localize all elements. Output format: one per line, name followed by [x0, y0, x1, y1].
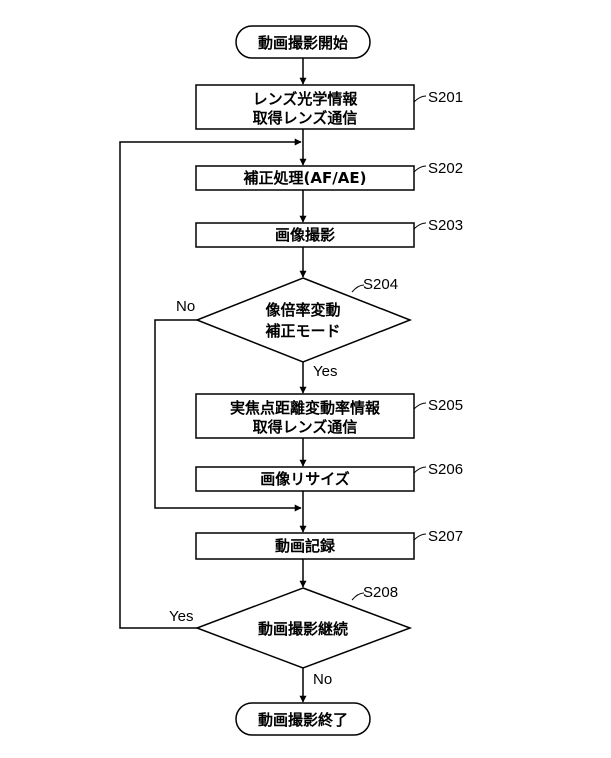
s201-label-line2: 取得レンズ通信 [253, 109, 358, 127]
step-s201-box: レンズ光学情報 取得レンズ通信 [195, 84, 415, 130]
step-s202-box: 補正処理(AF/AE) [195, 165, 415, 191]
s205-leader [413, 402, 427, 410]
end-label: 動画撮影終了 [258, 711, 348, 729]
s206-step-id: S206 [428, 461, 463, 478]
s204-label-line1: 像倍率変動 [265, 301, 340, 319]
s201-label-line1: レンズ光学情報 [253, 90, 359, 108]
s204-label-line2: 補正モード [264, 322, 340, 340]
step-s205-box: 実焦点距離変動率情報 取得レンズ通信 [195, 393, 415, 439]
s208-no-label: No [313, 671, 332, 688]
s207-leader [413, 533, 427, 541]
s201-step-id: S201 [428, 89, 463, 106]
s208-yes-label: Yes [169, 608, 193, 625]
step-s206-box: 画像リサイズ [195, 466, 415, 492]
s204-step-id: S204 [363, 276, 398, 293]
s201-leader [413, 95, 427, 103]
step-s203-box: 画像撮影 [195, 222, 415, 248]
s204-no-branch-path [154, 319, 302, 512]
s208-step-id: S208 [363, 584, 398, 601]
decision-s204: 像倍率変動 補正モード [194, 277, 413, 363]
s204-leader [351, 284, 365, 293]
s208-yes-loop-path [119, 138, 302, 629]
s204-yes-label: Yes [313, 363, 337, 380]
s202-leader [413, 165, 427, 173]
s206-label: 画像リサイズ [260, 470, 350, 488]
s203-leader [413, 222, 427, 230]
s207-step-id: S207 [428, 528, 463, 545]
start-label: 動画撮影開始 [258, 34, 348, 52]
s206-leader [413, 466, 427, 474]
end-terminal: 動画撮影終了 [235, 702, 371, 736]
s202-label: 補正処理(AF/AE) [243, 169, 367, 187]
s208-label: 動画撮影継続 [258, 620, 348, 638]
s208-leader [351, 592, 365, 601]
s205-step-id: S205 [428, 397, 463, 414]
s202-step-id: S202 [428, 160, 463, 177]
s205-label-line1: 実焦点距離変動率情報 [230, 399, 381, 417]
start-terminal: 動画撮影開始 [235, 25, 371, 59]
s205-label-line2: 取得レンズ通信 [253, 418, 358, 436]
s207-label: 動画記録 [275, 537, 336, 555]
step-s207-box: 動画記録 [195, 532, 415, 560]
s203-step-id: S203 [428, 217, 463, 234]
s203-label: 画像撮影 [275, 226, 335, 244]
s204-no-label: No [176, 298, 195, 315]
